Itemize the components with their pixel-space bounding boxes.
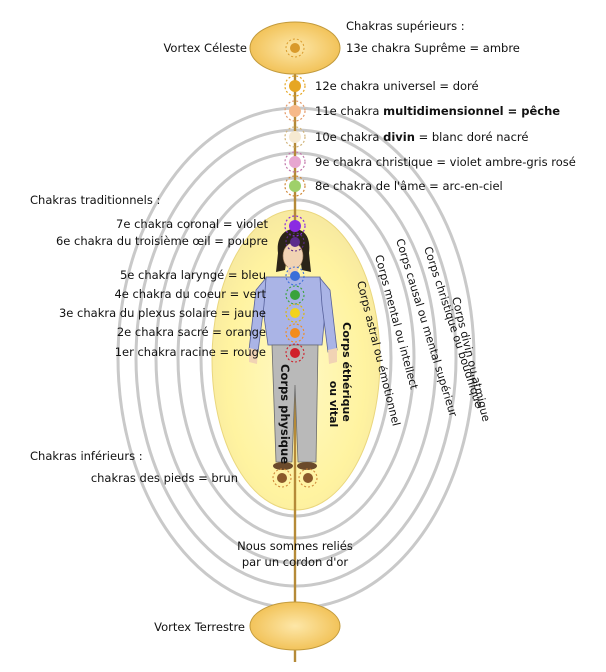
chakra-8-icon xyxy=(284,175,306,197)
header-superieurs: Chakras supérieurs : xyxy=(346,19,465,33)
chakra-1-label: 1er chakra racine = rouge xyxy=(115,345,266,359)
chakra-1-icon xyxy=(285,343,305,363)
chakra-2-icon xyxy=(285,323,305,343)
figure-neck xyxy=(288,267,298,275)
figure-left-foot xyxy=(273,462,293,470)
figure-right-hand xyxy=(328,348,337,364)
cord-note-line1: Nous sommes reliés xyxy=(237,539,353,553)
chakra-2-label: 2e chakra sacré = orange xyxy=(117,325,266,339)
chakra-12-icon xyxy=(284,75,306,97)
corps-etherique-label-1: Corps éthérique xyxy=(340,322,353,422)
chakra-13-label: 13e chakra Suprême = ambre xyxy=(346,41,520,55)
chakra-feet-label: chakras des pieds = brun xyxy=(91,471,238,485)
chakra-6-icon xyxy=(285,232,305,252)
corps-physique-label: Corps physique xyxy=(278,364,292,464)
chakra-3-icon xyxy=(285,303,305,323)
vortex-celeste-label: Vortex Céleste xyxy=(163,41,247,55)
chakra-7-label: 7e chakra coronal = violet xyxy=(116,217,268,231)
chakra-9-icon xyxy=(284,151,306,173)
chakra-8-label: 8e chakra de l'âme = arc-en-ciel xyxy=(315,179,503,193)
vortex-terrestre-ellipse xyxy=(249,601,341,651)
chakra-10-icon xyxy=(284,126,306,148)
chakra-feet-left-icon xyxy=(272,468,292,488)
chakra-4-label: 4e chakra du coeur = vert xyxy=(114,287,266,301)
chakra-9-label: 9e chakra christique = violet ambre-gris… xyxy=(315,155,576,169)
figure-left-hand xyxy=(249,348,258,364)
chakra-5-icon xyxy=(285,266,305,286)
header-traditionnels: Chakras traditionnels : xyxy=(30,193,160,207)
vortex-terrestre-label: Vortex Terrestre xyxy=(154,620,245,634)
chakra-points xyxy=(272,38,318,488)
chakra-11-icon xyxy=(284,100,306,122)
chakra-5-label: 5e chakra laryngé = bleu xyxy=(120,268,266,282)
header-inferieurs: Chakras inférieurs : xyxy=(30,449,143,463)
cord-note-line2: par un cordon d'or xyxy=(242,555,349,569)
chakra-7-icon xyxy=(284,215,306,237)
chakra-feet-right-icon xyxy=(298,468,318,488)
figure-right-foot xyxy=(297,462,317,470)
figure-face xyxy=(282,242,304,270)
chakra-13-icon xyxy=(285,38,305,58)
chakra-10-label: 10e chakra divin = blanc doré nacré xyxy=(315,130,528,144)
chakra-12-label: 12e chakra universel = doré xyxy=(315,79,479,93)
corps-etherique-label-2: ou vital xyxy=(327,381,340,428)
chakra-4-icon xyxy=(285,285,305,305)
figure-legs xyxy=(271,344,319,463)
chakra-3-label: 3e chakra du plexus solaire = jaune xyxy=(59,306,266,320)
chakra-11-label: 11e chakra multidimensionnel = pêche xyxy=(315,104,560,118)
chakra-6-label: 6e chakra du troisième œil = poupre xyxy=(56,234,268,248)
